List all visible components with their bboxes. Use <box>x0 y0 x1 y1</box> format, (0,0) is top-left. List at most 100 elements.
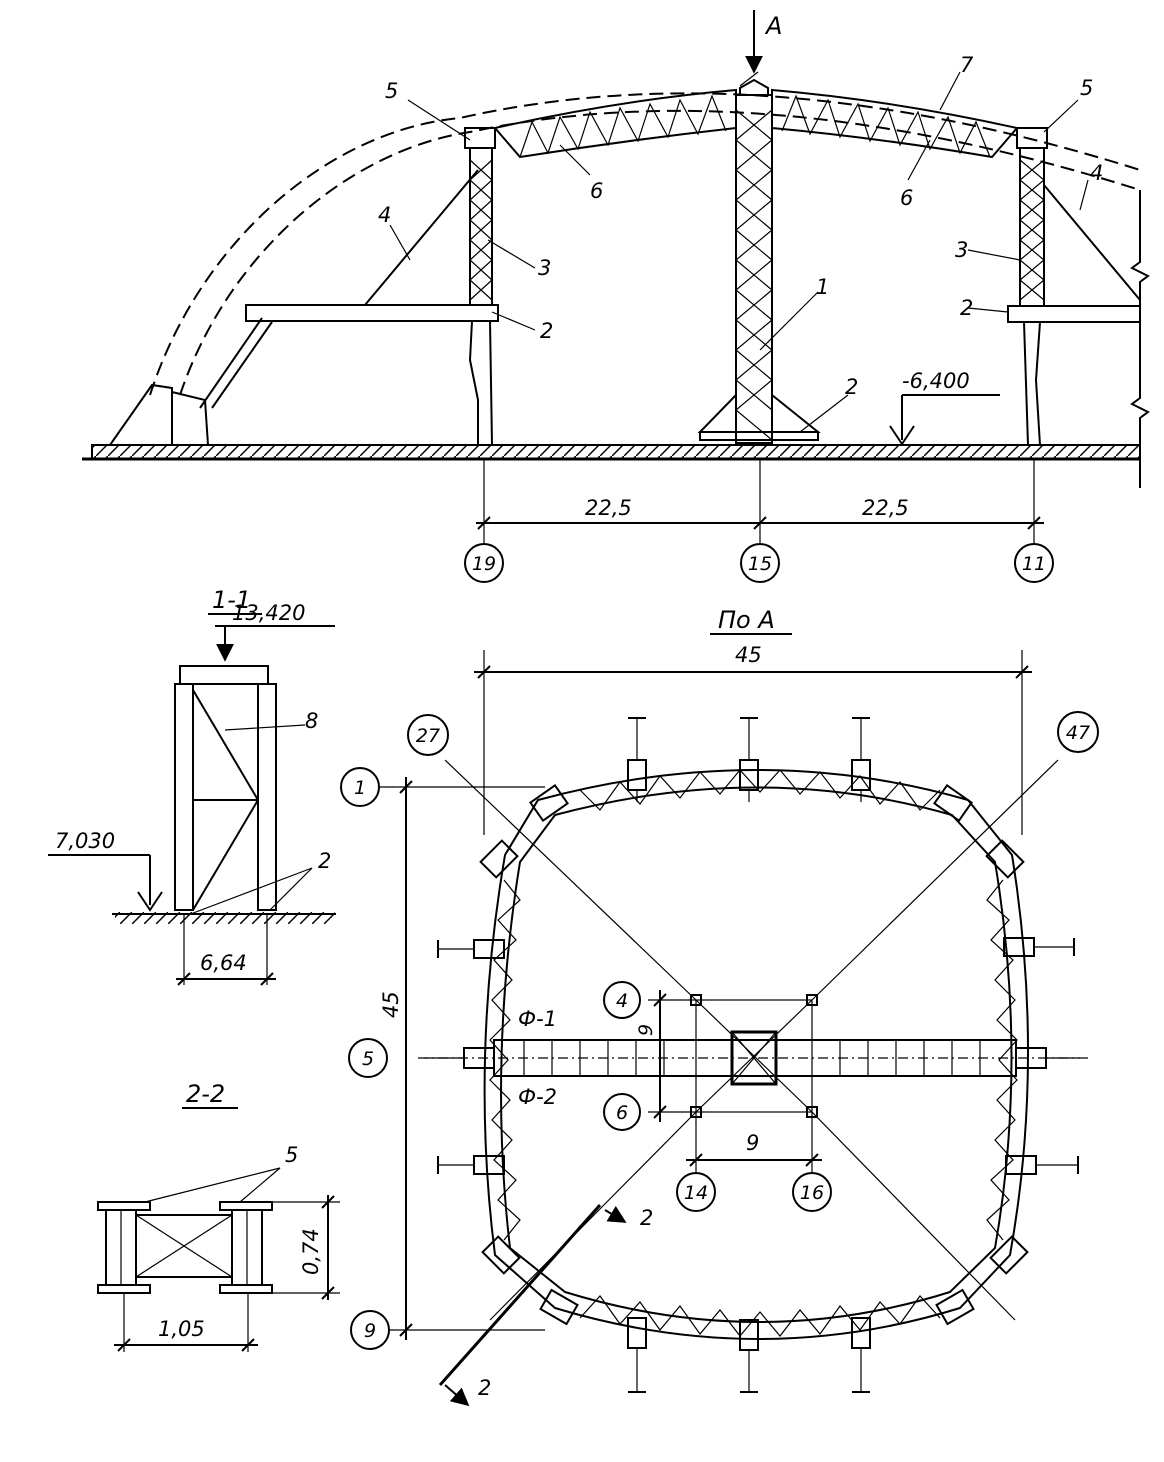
view-arrow-label: А <box>764 12 782 40</box>
axis-label-15: 15 <box>748 553 772 575</box>
brace-left <box>364 169 479 306</box>
label-support-left: 2 <box>540 319 553 343</box>
label-arch: 7 <box>960 53 974 77</box>
axis-label-19: 19 <box>472 553 496 575</box>
axis-label-47: 47 <box>1066 722 1090 744</box>
label-jack-left: 5 <box>385 79 398 103</box>
label-brace-right: 4 <box>1090 161 1103 185</box>
diag-axis-27 <box>444 759 697 1001</box>
jack-left <box>464 127 496 149</box>
axis-marker-19 <box>464 543 504 583</box>
diag-axis-47 <box>811 759 1059 1001</box>
axis-marker-15 <box>740 543 780 583</box>
axis-label-27: 27 <box>416 725 440 747</box>
center-spacing-v: 9 <box>635 1024 657 1036</box>
truss-bottom <box>579 1295 941 1337</box>
axis-marker-5 <box>348 1038 388 1078</box>
elevation-view: А -6,400 5 5 7 6 6 <box>82 10 1150 583</box>
arch-outline-outer <box>149 92 1141 396</box>
axis-marker-9 <box>350 1310 390 1350</box>
central-tower <box>697 78 821 444</box>
farm-label-bottom: Ф-2 <box>518 1085 557 1109</box>
height-value: 0,74 <box>299 1228 323 1275</box>
label-truss-left: 6 <box>590 179 603 203</box>
axis-marker-6 <box>603 1093 641 1131</box>
section-1-1: 1-1 13,420 8 7,030 2 6,64 <box>48 586 336 986</box>
column-right <box>1007 127 1141 446</box>
center-frame <box>695 999 813 1113</box>
label-truss-right: 6 <box>900 186 913 210</box>
label-brace-8: 8 <box>305 709 318 733</box>
overall-width-value: 45 <box>735 643 762 667</box>
label-jack-right: 5 <box>1080 76 1093 100</box>
abutment <box>108 383 173 446</box>
truss-left <box>493 88 737 159</box>
axis-label-4: 4 <box>616 990 628 1012</box>
tower-base <box>699 431 819 441</box>
axis-label-14: 14 <box>684 1182 708 1204</box>
platform-left <box>245 304 499 322</box>
jack-right <box>1016 127 1048 149</box>
ring-jacks <box>437 717 1079 1393</box>
axis-label-5: 5 <box>362 1048 374 1070</box>
frame-head <box>179 665 269 685</box>
column-left <box>464 127 496 446</box>
section-2-2-title: 2-2 <box>186 1080 225 1108</box>
abutment-block <box>171 390 210 446</box>
level-mark: -6,400 <box>889 369 1000 446</box>
section-mark-lower: 2 <box>478 1376 491 1400</box>
overall-height-value: 45 <box>379 991 403 1018</box>
axis-marker-4 <box>603 981 641 1019</box>
axis-marker-1 <box>340 767 380 807</box>
center-tower-plan <box>730 1030 778 1086</box>
platform-right <box>1007 305 1141 323</box>
break-line <box>1130 190 1150 488</box>
jack-plate-bottom-right <box>219 1284 273 1294</box>
axis-label-16: 16 <box>800 1182 824 1204</box>
jack-plate-top-left <box>97 1201 151 1211</box>
level-mark-value: -6,400 <box>902 369 970 393</box>
label-column-left: 3 <box>538 256 551 280</box>
section-2-2: 2-2 5 0,74 1,05 <box>97 1080 340 1352</box>
leaders <box>389 71 1089 433</box>
section-1-1-title: 1-1 <box>212 586 251 614</box>
ring-inner <box>500 786 1013 1323</box>
frame-post-left <box>174 683 194 911</box>
label-support-2: 2 <box>318 849 331 873</box>
axis-marker-47 <box>1057 711 1099 753</box>
top-mark-value: 13,420 <box>232 601 305 625</box>
axis-marker-11 <box>1014 543 1054 583</box>
truss-right-side <box>986 879 1018 1241</box>
plan-title: По А <box>718 606 775 634</box>
label-column-right: 3 <box>955 238 968 262</box>
frame-post-right <box>257 683 277 911</box>
central-farm <box>418 994 1090 1118</box>
brace-right <box>1043 184 1141 301</box>
plan-view: По А 45 <box>340 606 1099 1407</box>
span-dimension: 22,5 22,5 <box>476 459 1044 545</box>
bottom-mark-value: 7,030 <box>55 829 115 853</box>
axis-marker-14 <box>676 1172 716 1212</box>
truss-left-side <box>489 879 521 1241</box>
label-jack-5: 5 <box>285 1143 298 1167</box>
ring-outer <box>483 769 1030 1340</box>
ground-line <box>82 444 1141 461</box>
strut <box>199 317 263 409</box>
width-value-2-2: 1,05 <box>158 1317 205 1341</box>
axis-label-11: 11 <box>1022 553 1046 575</box>
axis-marker-27 <box>407 714 449 756</box>
label-support-right: 2 <box>960 296 973 320</box>
axis-label-1: 1 <box>354 777 366 799</box>
axis-label-6: 6 <box>616 1102 628 1124</box>
section-mark-upper: 2 <box>640 1206 653 1230</box>
farm-label-top: Ф-1 <box>518 1007 557 1031</box>
label-brace-left: 4 <box>378 203 391 227</box>
section-2-2-line <box>438 1204 602 1386</box>
jack-plate-top-right <box>219 1201 273 1211</box>
width-value: 6,64 <box>200 951 247 975</box>
span-right-value: 22,5 <box>862 496 909 520</box>
label-support-tower: 2 <box>845 375 858 399</box>
center-spacing-h: 9 <box>746 1131 759 1155</box>
axis-label-9: 9 <box>364 1320 376 1342</box>
